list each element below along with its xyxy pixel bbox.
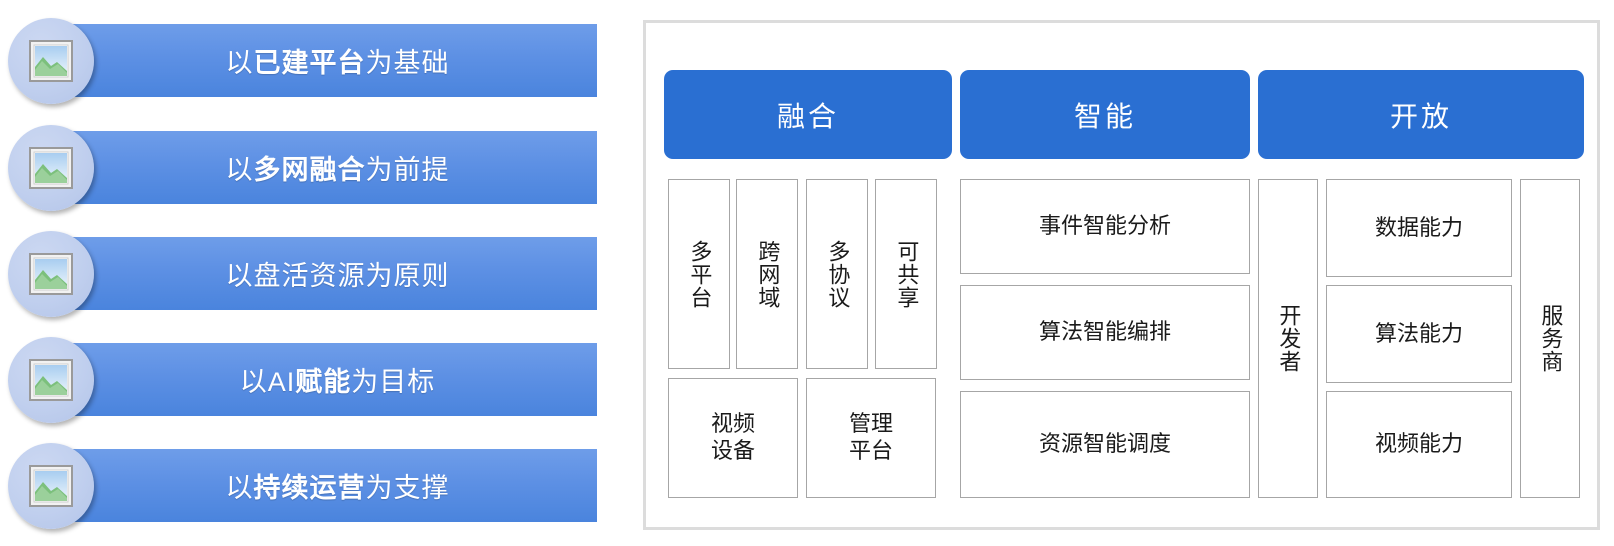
ribbon-label-strong: 已建平台 <box>253 48 366 78</box>
ribbon-label: 以多网融合为前提 <box>226 148 450 187</box>
ribbon-label-prefix: 以AI <box>239 367 296 397</box>
ribbon-label-strong: 赋能 <box>295 367 352 397</box>
ribbon-bar[interactable]: 以多网融合为前提 <box>52 131 597 204</box>
ribbon-label-prefix: 以 <box>225 155 254 185</box>
ribbon-label-suffix: 为目标 <box>351 367 436 397</box>
ribbon-item[interactable]: 以盘活资源为原则 <box>0 231 620 317</box>
ribbon-badge[interactable] <box>8 18 94 104</box>
ribbon-badge[interactable] <box>8 125 94 211</box>
ribbon-label-suffix: 为支撑 <box>365 473 450 503</box>
cell-algorithm-capability[interactable]: 算法能力 <box>1326 285 1512 383</box>
caption-label: 智能 <box>1073 100 1136 132</box>
picture-placeholder-icon <box>29 253 73 295</box>
picture-placeholder-icon <box>29 147 73 189</box>
ribbon-label-prefix: 以 <box>225 473 254 503</box>
caption-label: 开放 <box>1389 100 1452 132</box>
picture-placeholder-icon <box>29 359 73 401</box>
column-caption-fusion[interactable]: 融合 <box>664 70 952 159</box>
column-caption-intelligence[interactable]: 智能 <box>960 70 1250 159</box>
caption-label: 融合 <box>776 100 839 132</box>
ribbon-badge[interactable] <box>8 443 94 529</box>
principles-ribbon-list: 以已建平台为基础 以多网融合为前提 <box>0 0 625 546</box>
cell-multi-platform[interactable]: 多平台 <box>668 179 730 369</box>
cell-multi-protocol[interactable]: 多协议 <box>806 179 868 369</box>
arch-column-fusion: 融合 多平台 跨网域 多协议 可共享 视频 设备 管理 平台 <box>664 23 952 527</box>
ribbon-label: 以已建平台为基础 <box>226 41 450 80</box>
cell-service-provider[interactable]: 服务商 <box>1520 179 1580 498</box>
cell-algorithm-intelligent-orchestration[interactable]: 算法智能编排 <box>960 285 1250 380</box>
arch-column-openness: 开放 开发者 数据能力 算法能力 视频能力 服务商 <box>1258 23 1584 527</box>
ribbon-label: 以AI赋能为目标 <box>240 360 436 399</box>
ribbon-bar[interactable]: 以持续运营为支撑 <box>52 449 597 522</box>
ribbon-item[interactable]: 以多网融合为前提 <box>0 125 620 211</box>
cell-developer[interactable]: 开发者 <box>1258 179 1318 498</box>
ribbon-bar[interactable]: 以已建平台为基础 <box>52 24 597 97</box>
ribbon-label: 以盘活资源为原则 <box>226 254 450 293</box>
cell-cross-network[interactable]: 跨网域 <box>736 179 798 369</box>
cell-event-intelligent-analysis[interactable]: 事件智能分析 <box>960 179 1250 274</box>
ribbon-label-suffix: 为基础 <box>365 48 450 78</box>
ribbon-label: 以持续运营为支撑 <box>226 466 450 505</box>
ribbon-badge[interactable] <box>8 231 94 317</box>
ribbon-item[interactable]: 以持续运营为支撑 <box>0 443 620 529</box>
ribbon-bar[interactable]: 以AI赋能为目标 <box>52 343 597 416</box>
ribbon-bar[interactable]: 以盘活资源为原则 <box>52 237 597 310</box>
ribbon-item[interactable]: 以已建平台为基础 <box>0 18 620 104</box>
column-caption-openness[interactable]: 开放 <box>1258 70 1584 159</box>
cell-video-device[interactable]: 视频 设备 <box>668 378 798 498</box>
picture-placeholder-icon <box>29 465 73 507</box>
ribbon-label-suffix: 为前提 <box>365 155 450 185</box>
arch-column-intelligence: 智能 事件智能分析 算法智能编排 资源智能调度 <box>960 23 1250 527</box>
cell-shareable[interactable]: 可共享 <box>875 179 937 369</box>
ribbon-item[interactable]: 以AI赋能为目标 <box>0 337 620 423</box>
architecture-panel: 融合 多平台 跨网域 多协议 可共享 视频 设备 管理 平台 智能 事件智能分析… <box>643 20 1600 530</box>
cell-resource-intelligent-scheduling[interactable]: 资源智能调度 <box>960 391 1250 498</box>
cell-video-capability[interactable]: 视频能力 <box>1326 391 1512 498</box>
picture-placeholder-icon <box>29 40 73 82</box>
cell-management-platform[interactable]: 管理 平台 <box>806 378 936 498</box>
ribbon-badge[interactable] <box>8 337 94 423</box>
ribbon-label-strong: 持续运营 <box>253 473 366 503</box>
ribbon-label-prefix: 以 <box>225 48 254 78</box>
cell-data-capability[interactable]: 数据能力 <box>1326 179 1512 277</box>
ribbon-label-prefix: 以盘活资源为原则 <box>225 261 450 291</box>
ribbon-label-strong: 多网融合 <box>253 155 366 185</box>
